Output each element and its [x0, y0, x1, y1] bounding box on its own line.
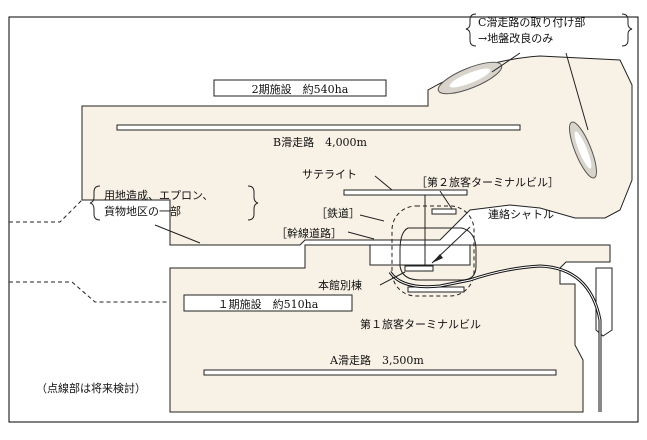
phase1-label: １期施設 約510ha [218, 297, 319, 311]
future-study-line-lower [9, 281, 170, 303]
satellite-building [343, 189, 468, 196]
runway-b-label: B滑走路 4,000m [273, 136, 368, 149]
c-note-bracket-left [465, 13, 477, 47]
shuttle-label: 連絡シャトル [488, 207, 554, 221]
c-runway-patch-lower-inner [574, 131, 592, 169]
phase1-label-box [183, 294, 353, 312]
leader-road [347, 231, 375, 240]
leader-satellite [374, 175, 393, 191]
dotted-note: （点線部は将来検討） [36, 381, 146, 395]
leader-annex [379, 271, 406, 286]
satellite-label: サテライト [302, 168, 357, 181]
leader-shuttle-arrow [432, 254, 443, 263]
land-note-bracket-left [89, 185, 101, 221]
runway-a [203, 369, 557, 376]
annex-label: 本館別棟 [318, 278, 362, 292]
c-runway-note-line2: →地盤改良のみ [478, 31, 553, 45]
leader-c-runway-upper [491, 52, 521, 73]
c-runway-patch-upper-inner [449, 68, 491, 88]
c-runway-note-line1: C滑走路の取り付け部 [478, 15, 585, 29]
terminal2-label: ［第２旅客ターミナルビル］ [416, 175, 559, 189]
leader-terminal2 [439, 190, 453, 210]
railway-loop [399, 227, 477, 281]
c-note-bracket-right [621, 13, 633, 47]
terminal2-future-zone [391, 205, 475, 297]
leader-land-note [154, 224, 201, 244]
land-note-line1: 用地造成、エプロン、 [104, 188, 213, 202]
leader-railway [359, 214, 385, 222]
annex-building [404, 265, 434, 272]
right-pier [595, 267, 613, 337]
land-note-bracket-right [247, 185, 259, 221]
land-note-line2: 貨物地区の一部 [104, 204, 181, 218]
trunk-road-label: ［幹線道路］ [276, 226, 342, 240]
runway-a-label: A滑走路 3,500m [329, 354, 424, 367]
terminal2-building [431, 208, 457, 215]
leader-c-runway-lower [565, 52, 589, 131]
access-road-center [389, 265, 601, 412]
phase2-label: 2期施設 約540ha [252, 82, 349, 96]
future-study-line-upper [9, 199, 83, 223]
phase2-label-box [213, 79, 387, 97]
railway-label: ［鉄道］ [316, 206, 360, 220]
runway-b [116, 124, 521, 131]
terminal1-label: 第１旅客ターミナルビル [360, 317, 481, 331]
